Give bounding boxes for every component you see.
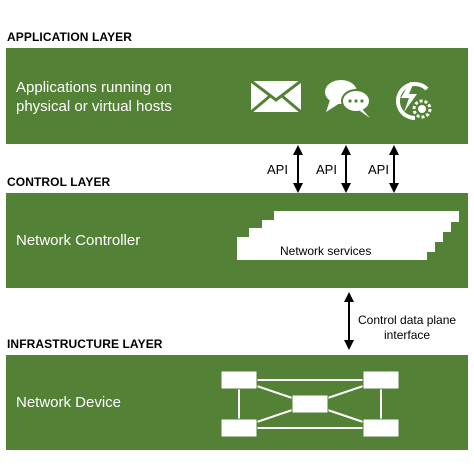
application-layer-text: Applications running on physical or virt…: [16, 78, 172, 116]
device-node-bottom-right: [362, 418, 400, 438]
network-services-shape: [237, 211, 459, 260]
network-device-label: Network Device: [16, 394, 122, 411]
interface-label-line2: interface: [384, 328, 431, 342]
api-arrows: [293, 145, 399, 193]
device-node-top-right: [362, 370, 400, 390]
settings-bolt-icon: [395, 82, 432, 121]
api-label-1: API: [267, 162, 288, 177]
application-layer-text-line2: physical or virtual hosts: [16, 98, 172, 115]
device-node-center: [291, 394, 329, 414]
interface-label: Control data plane interface: [358, 313, 456, 343]
network-controller-label: Network Controller: [16, 232, 141, 249]
infrastructure-layer-heading: INFRASTRUCTURE LAYER: [7, 337, 163, 351]
device-node-top-left: [220, 370, 258, 390]
application-layer-text-line1: Applications running on: [16, 79, 172, 96]
interface-label-line1: Control data plane: [358, 313, 457, 327]
device-node-bottom-left: [220, 418, 258, 438]
chat-icon: [325, 80, 371, 118]
application-layer-heading: APPLICATION LAYER: [7, 30, 133, 44]
control-layer-heading: CONTROL LAYER: [7, 175, 111, 189]
api-label-3: API: [368, 162, 389, 177]
network-topology-icon: [220, 370, 400, 438]
api-label-2: API: [316, 162, 337, 177]
network-services-label: Network services: [280, 244, 372, 258]
mail-icon: [250, 79, 302, 114]
application-layer-panel: Applications running on physical or virt…: [6, 48, 468, 144]
